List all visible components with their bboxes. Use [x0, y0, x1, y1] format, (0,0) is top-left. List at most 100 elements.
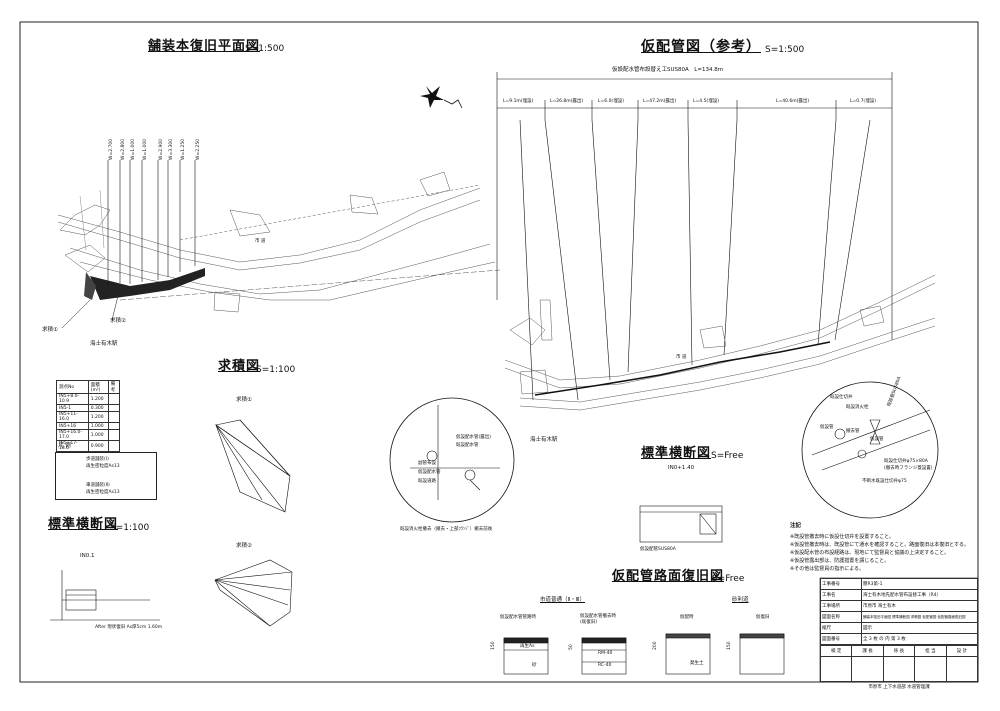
title-value: 図示 — [861, 622, 978, 634]
temp-pipe-dimension — [496, 72, 893, 340]
title-value: 海士有木地先配水管布設替工事（R4） — [861, 589, 978, 601]
road-restore-sand: 砂 — [532, 663, 537, 668]
cell: 1.200 — [87, 411, 109, 423]
cell: IN5+16 — [56, 422, 89, 430]
title-key: 図面名称 — [820, 611, 862, 623]
road-restore-sec4: 仮復旧 — [756, 615, 770, 620]
left-section-note: After 現状復旧 As厚5cm 1.60m — [95, 625, 163, 630]
road-restore-title: 仮配管路面復旧図 — [612, 569, 725, 584]
title-key: 縮尺 — [820, 622, 862, 634]
road-restore-scale: S=Free — [712, 574, 745, 584]
dim-5: W=2.900 — [159, 138, 164, 160]
std-section-right-title: 標準横断図 — [641, 446, 712, 461]
note-line-1: ※既設管撤去時に仮設仕切弁を設置すること。 — [790, 534, 895, 540]
restored-pavement-area — [90, 268, 205, 300]
dim-7: W=1.250 — [181, 138, 186, 160]
title-row: 工事名海士有木地先配水管布設替工事（R4） — [820, 589, 978, 601]
segment-6: L=40.6m(露出) — [776, 99, 810, 104]
detail-circle-left — [389, 397, 515, 523]
sign-header: 検 定 — [819, 645, 853, 657]
legend-title: 凡 例 — [58, 443, 71, 449]
circle-right-callout-2: 既設仕切弁φ75×80A (撤去時フランジ蓋設置) — [884, 459, 933, 471]
road-restore-gravel: 砂利道 — [732, 597, 749, 603]
temp-pipe-route — [534, 341, 831, 396]
cell — [107, 422, 121, 430]
road-restore-new: 再生As — [520, 644, 535, 649]
station-right: 海士有木駅 — [530, 437, 558, 443]
title-row: 図面番号全 3 枚 の 内 第 3 枚 — [820, 633, 978, 645]
road-restore-subbase: RC-40 — [598, 663, 612, 668]
road-restore-ex: 発生土 — [690, 661, 704, 666]
area-fig-2 — [214, 559, 293, 627]
station-left: 海士有木駅 — [90, 341, 118, 347]
sign-header: 課 長 — [851, 645, 884, 657]
plan-restore-title: 舗装本復旧平面図 — [148, 39, 261, 54]
segment-2: L=26.8m(露出) — [550, 99, 584, 104]
title-value: 舗装本復旧平面図 標準横断図 求積図 仮配管図 仮配管路面復旧図 — [861, 611, 978, 623]
plan-restore-scale: S=1:500 — [245, 44, 285, 54]
title-footer: 市原市 上下水道部 水道管理課 — [868, 685, 930, 690]
road-restore-d150b: 150 — [727, 641, 732, 650]
north-arrow-icon — [420, 86, 463, 109]
road-restore-base: RM-40 — [598, 651, 613, 656]
left-section-label: IN0.1 — [80, 553, 95, 559]
std-section-left-title: 標準横断図 — [48, 517, 119, 532]
road-restore-d200: 200 — [653, 641, 658, 650]
road-restore-figures — [503, 633, 785, 675]
cell: 0.900 — [87, 440, 109, 452]
note-line-4: ※仮設管露出部は、防護措置を講じること。 — [790, 558, 890, 564]
circle-right-label-4: 撤去管 — [846, 429, 860, 434]
cell — [107, 404, 121, 412]
road-right: 市 道 — [676, 355, 687, 360]
std-section-left-scale: S=1:100 — [110, 523, 150, 533]
sheet-border — [19, 21, 979, 683]
title-key: 工事番号 — [820, 578, 862, 590]
cell — [107, 393, 121, 405]
sign-row — [819, 656, 979, 682]
cell — [107, 429, 121, 441]
title-row: 縮尺図示 — [820, 622, 978, 634]
cell: IN5+16.0-17.0 — [56, 429, 89, 441]
restored-pavement-edge — [84, 272, 96, 300]
title-row: 工事番号簡R3第-1 — [820, 578, 978, 590]
temp-pipe-total: 仮設配水管布設替え工SUS80A L=134.8m — [612, 67, 724, 73]
circle-left-label-2: 既設配水管 — [456, 443, 479, 448]
detail-circle-right — [801, 381, 939, 519]
circle-right-label-5: 仮設管 — [870, 437, 884, 442]
circle-left-label-4: 仮設配水管 — [418, 470, 441, 475]
cell: 1.000 — [87, 429, 109, 441]
cell — [107, 440, 121, 452]
title-key: 工事場所 — [820, 600, 862, 612]
circle-left-label-1: 仮設配水管(露出) — [456, 435, 492, 440]
legend-box — [55, 452, 157, 500]
legend-item-2: 車道舗装(Ⅱ) 再生密粒度As13 — [86, 483, 120, 495]
sign-header: 設 計 — [945, 645, 979, 657]
dimension-leaders — [107, 160, 196, 285]
title-key: 工事名 — [820, 589, 862, 601]
cell: 1.200 — [87, 393, 109, 405]
area-table-header: 面積(m²) — [87, 380, 109, 394]
segment-7: L=0.7(埋設) — [850, 99, 876, 104]
segment-5: L=4.5(埋設) — [693, 99, 719, 104]
temp-pipe-title: 仮配管図（参考） — [641, 39, 761, 55]
note-line-3: ※仮設配水管の布設経路は、現地にて監督員と協議の上決定すること。 — [790, 550, 950, 556]
circle-right-label-3: 仮設管 — [820, 425, 834, 430]
note-line-2: ※仮設管撤去時は、既設管にて通水を確認すること。路面復旧は本復旧とする。 — [790, 542, 970, 548]
sign-header: 係 長 — [882, 645, 916, 657]
segment-4: L=47.2m(露出) — [643, 99, 677, 104]
segment-3: L=6.0(埋設) — [598, 99, 624, 104]
road-left: 市 道 — [255, 239, 266, 244]
title-row: 工事場所市原市 海士有木 — [820, 600, 978, 612]
area-fig-1 — [215, 419, 291, 513]
road-restore-d50: 50 — [569, 644, 574, 650]
std-section-right-scale: S=Free — [711, 451, 744, 461]
label-area2: 求積② — [110, 318, 126, 324]
dim-4: W=1.000 — [143, 138, 148, 160]
cell: 0.300 — [87, 404, 109, 412]
